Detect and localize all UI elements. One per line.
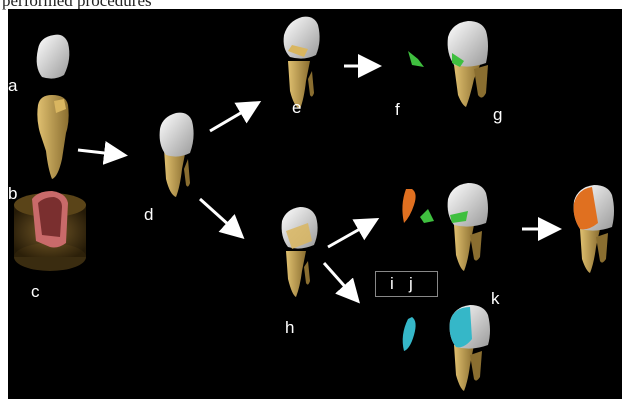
label-g: g bbox=[493, 106, 502, 123]
onlay-cyan-k bbox=[403, 317, 416, 351]
crown-a bbox=[37, 35, 70, 79]
label-b: b bbox=[8, 185, 17, 202]
tooth-k-lower bbox=[450, 305, 490, 391]
label-i: i bbox=[390, 275, 394, 292]
arrow-b-to-d bbox=[78, 150, 122, 155]
tooth-e bbox=[284, 17, 320, 109]
arrow-h-to-k-upper bbox=[328, 221, 374, 247]
diagram-panel: a b c d e f g h i j k bbox=[8, 9, 622, 399]
label-k: k bbox=[491, 290, 500, 307]
ij-label-box bbox=[375, 271, 438, 297]
tooth-b bbox=[37, 95, 68, 179]
label-d: d bbox=[144, 206, 153, 223]
arrow-d-to-h bbox=[200, 199, 240, 235]
tooth-h bbox=[282, 207, 318, 297]
inlay-green-k bbox=[420, 209, 434, 223]
label-c: c bbox=[31, 283, 40, 300]
diagram-artwork bbox=[8, 9, 622, 399]
inlay-f bbox=[408, 51, 424, 67]
arrow-d-to-e bbox=[210, 104, 256, 131]
tooth-final-orange bbox=[574, 185, 614, 273]
label-e: e bbox=[292, 99, 301, 116]
label-h: h bbox=[285, 319, 294, 336]
label-j: j bbox=[409, 275, 413, 292]
tooth-g bbox=[448, 21, 488, 107]
die-c bbox=[14, 191, 86, 271]
label-f: f bbox=[395, 101, 400, 118]
tooth-k-upper bbox=[448, 183, 488, 271]
arrow-h-to-k-lower bbox=[324, 263, 356, 299]
label-a: a bbox=[8, 77, 17, 94]
inlay-orange-k bbox=[402, 189, 415, 223]
tooth-d bbox=[160, 113, 194, 197]
